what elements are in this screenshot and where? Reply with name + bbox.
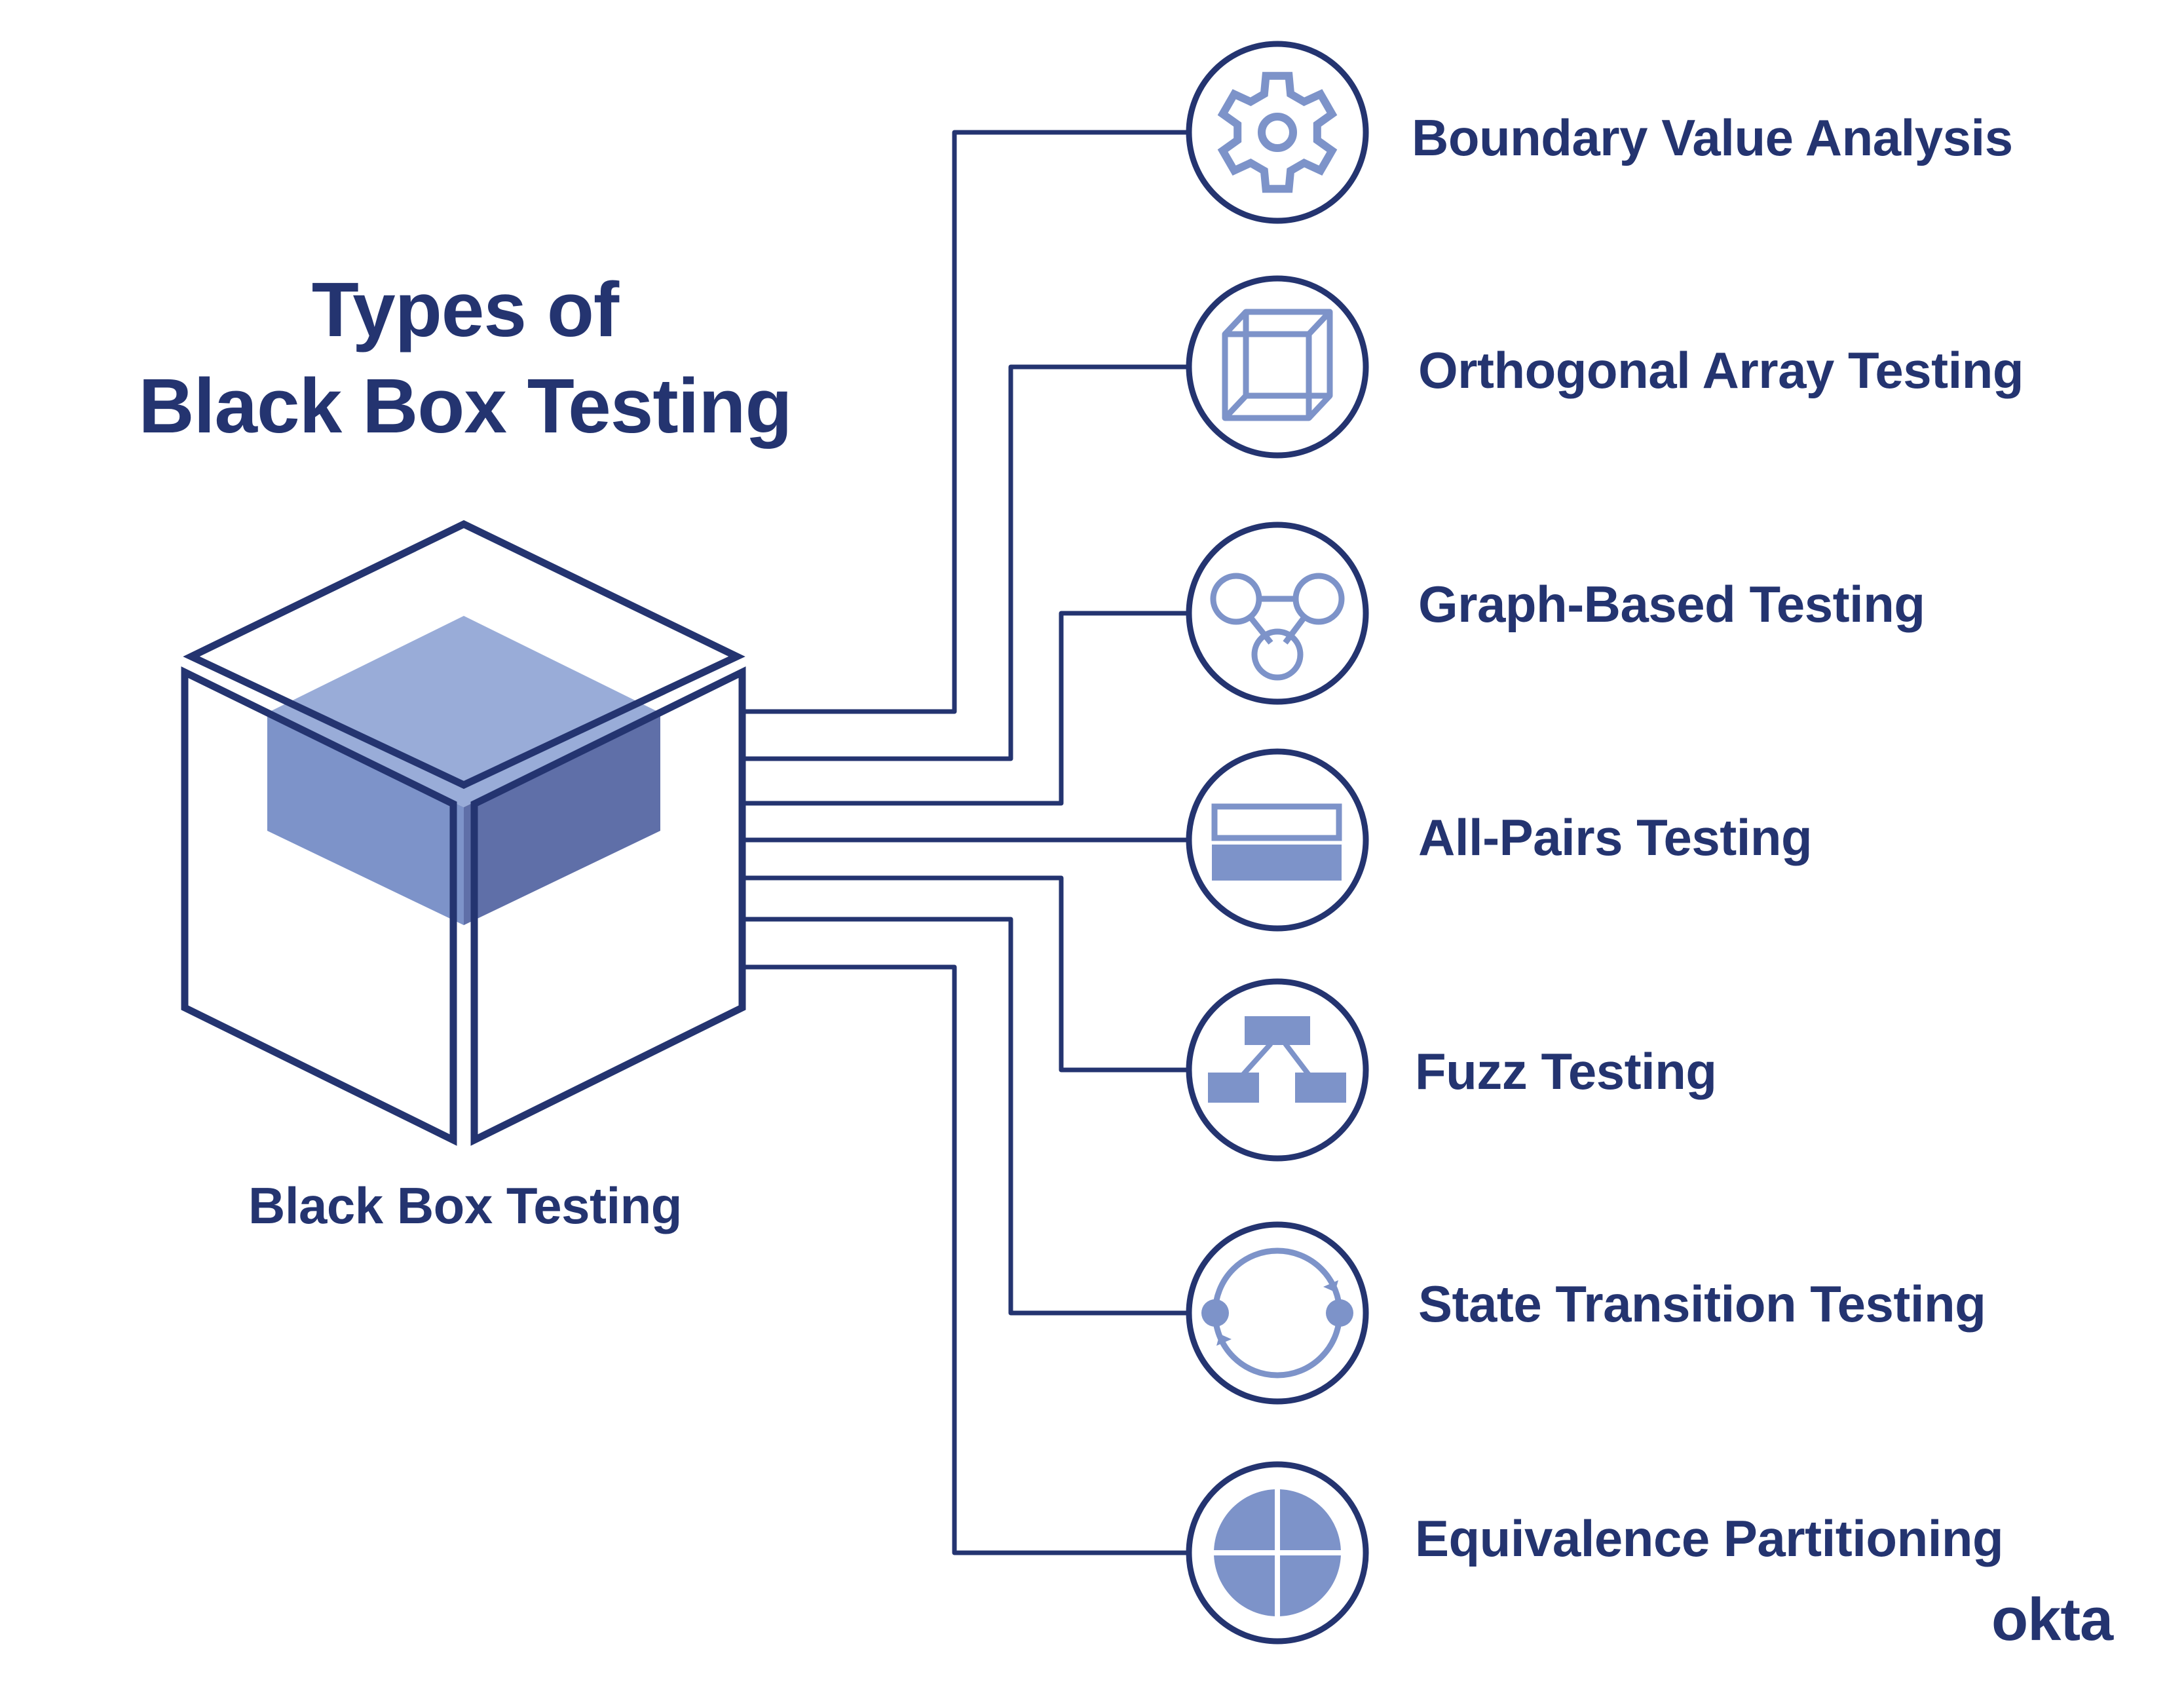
item-label-orthogonal-array-testing: Orthogonal Array Testing — [1418, 341, 2024, 399]
quartered-circle-icon — [1212, 1487, 1343, 1618]
connector-line — [745, 364, 1188, 761]
item-circle — [1186, 978, 1369, 1162]
partition-divider — [1212, 1550, 1343, 1555]
item-label-graph-based-testing: Graph-Based Testing — [1418, 575, 1925, 633]
item-circle — [1186, 522, 1369, 705]
cube-edge — [1222, 393, 1249, 421]
cube-right-face — [470, 666, 746, 1146]
graph-edge — [1283, 615, 1308, 645]
page-title-line2: Black Box Testing — [138, 363, 792, 449]
connector-line — [745, 917, 1188, 1316]
gear-outline — [1217, 71, 1338, 193]
connector-line — [745, 964, 1188, 1555]
state-node — [1326, 1299, 1353, 1327]
okta-logo: okta — [1991, 1586, 2113, 1653]
item-node — [1186, 1221, 1369, 1405]
cube-edge — [1306, 393, 1332, 421]
cube-left-face — [181, 666, 457, 1146]
item-circle — [1186, 41, 1369, 224]
connector-line — [745, 130, 1188, 714]
connector-line — [745, 611, 1188, 806]
item-node — [1186, 522, 1369, 705]
tree-child — [1295, 1073, 1346, 1103]
item-node — [1186, 748, 1369, 932]
item-label-boundary-value-analysis: Boundary Value Analysis — [1412, 109, 2013, 166]
item-node — [1186, 1461, 1369, 1645]
graph-node — [1292, 573, 1345, 625]
paired-rectangles-icon — [1211, 803, 1342, 881]
graph-node — [1210, 573, 1262, 625]
connectors — [745, 130, 1188, 1555]
arrowhead — [1323, 1280, 1338, 1292]
root-label: Black Box Testing — [248, 1177, 682, 1234]
filled-rect — [1212, 845, 1342, 881]
open-cube-icon — [181, 520, 746, 1146]
cube-back — [1243, 309, 1333, 399]
connector-line — [745, 875, 1188, 1073]
graph-node — [1251, 628, 1304, 681]
tree-parent — [1245, 1016, 1310, 1045]
state-node — [1201, 1299, 1229, 1327]
item-node — [1186, 41, 1369, 224]
graph-edge — [1247, 615, 1273, 645]
graph-nodes-icon — [1210, 573, 1345, 681]
wireframe-cube-icon — [1222, 309, 1333, 421]
cube-inner-left — [267, 713, 464, 925]
item-label-fuzz-testing: Fuzz Testing — [1415, 1042, 1717, 1100]
cube-edge — [1306, 309, 1332, 337]
tree-edge — [1283, 1042, 1313, 1078]
item-node — [1186, 275, 1369, 459]
hierarchy-tree-icon — [1208, 1016, 1346, 1103]
arrowhead — [1216, 1334, 1232, 1346]
item-node — [1186, 978, 1369, 1162]
outline-rect — [1211, 803, 1342, 841]
tree-edge — [1239, 1042, 1273, 1078]
item-label-state-transition-testing: State Transition Testing — [1418, 1275, 1986, 1333]
item-circle — [1186, 275, 1369, 459]
gear-icon — [1217, 71, 1338, 193]
tree-child — [1208, 1073, 1259, 1103]
page-title-line1: Types of — [311, 267, 619, 353]
item-label-equivalence-partitioning: Equivalence Partitioning — [1415, 1510, 2004, 1567]
state-cycle-icon — [1201, 1247, 1353, 1379]
cube-top-face — [183, 520, 745, 789]
cube-front — [1222, 331, 1312, 421]
cube-inner-right — [464, 713, 660, 925]
gear-hub — [1258, 113, 1297, 152]
item-label-all-pairs-testing: All-Pairs Testing — [1418, 808, 1813, 866]
cube-edge — [1222, 309, 1249, 337]
